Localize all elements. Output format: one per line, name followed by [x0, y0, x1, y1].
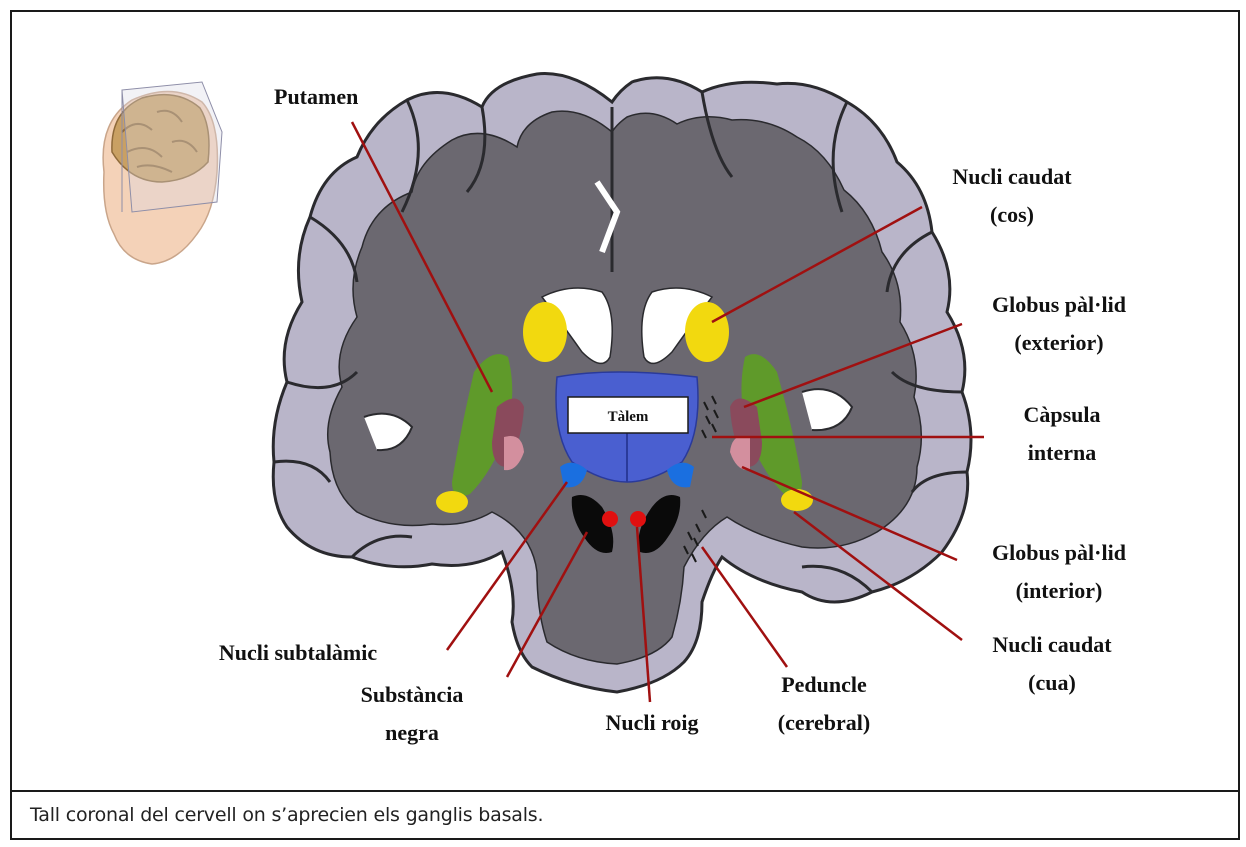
label-gp-ext-line1: Globus pàl·lid: [992, 292, 1126, 317]
label-caudate-body-line1: Nucli caudat: [952, 164, 1072, 189]
caption-box: Tall coronal del cervell on s’aprecien e…: [12, 790, 1238, 838]
caudate-tail-right: [781, 489, 813, 511]
label-putamen: Putamen: [274, 84, 358, 109]
label-substantia-line1: Substància: [361, 682, 464, 707]
label-gp-ext-line2: (exterior): [1014, 330, 1103, 355]
coronal-brain-diagram: Tàlem: [12, 12, 1238, 790]
label-gp-int-line2: (interior): [1016, 578, 1103, 603]
red-nucleus-left: [602, 511, 618, 527]
label-capsule-line1: Càpsula: [1023, 402, 1100, 427]
label-caudate-body-line2: (cos): [990, 202, 1034, 227]
thalamus-label: Tàlem: [608, 409, 649, 425]
brain-diagram-area: Tàlem: [12, 12, 1238, 790]
head-inset-icon: [103, 82, 222, 264]
label-peduncle-line2: (cerebral): [778, 710, 870, 735]
caudate-body-left: [523, 302, 567, 362]
label-peduncle-line1: Peduncle: [781, 672, 867, 697]
caudate-body-right: [685, 302, 729, 362]
label-capsule-line2: interna: [1028, 440, 1096, 465]
caudate-tail-left: [436, 491, 468, 513]
label-caudate-tail-line1: Nucli caudat: [992, 632, 1112, 657]
red-nucleus-right: [630, 511, 646, 527]
label-caudate-tail-line2: (cua): [1028, 670, 1076, 695]
figure-frame: Tàlem: [10, 10, 1240, 840]
label-gp-int-line1: Globus pàl·lid: [992, 540, 1126, 565]
label-subthalamic: Nucli subtalàmic: [219, 640, 378, 665]
figure-caption: Tall coronal del cervell on s’aprecien e…: [30, 804, 543, 826]
label-substantia-line2: negra: [385, 720, 439, 745]
label-red-nucleus: Nucli roig: [605, 710, 698, 735]
